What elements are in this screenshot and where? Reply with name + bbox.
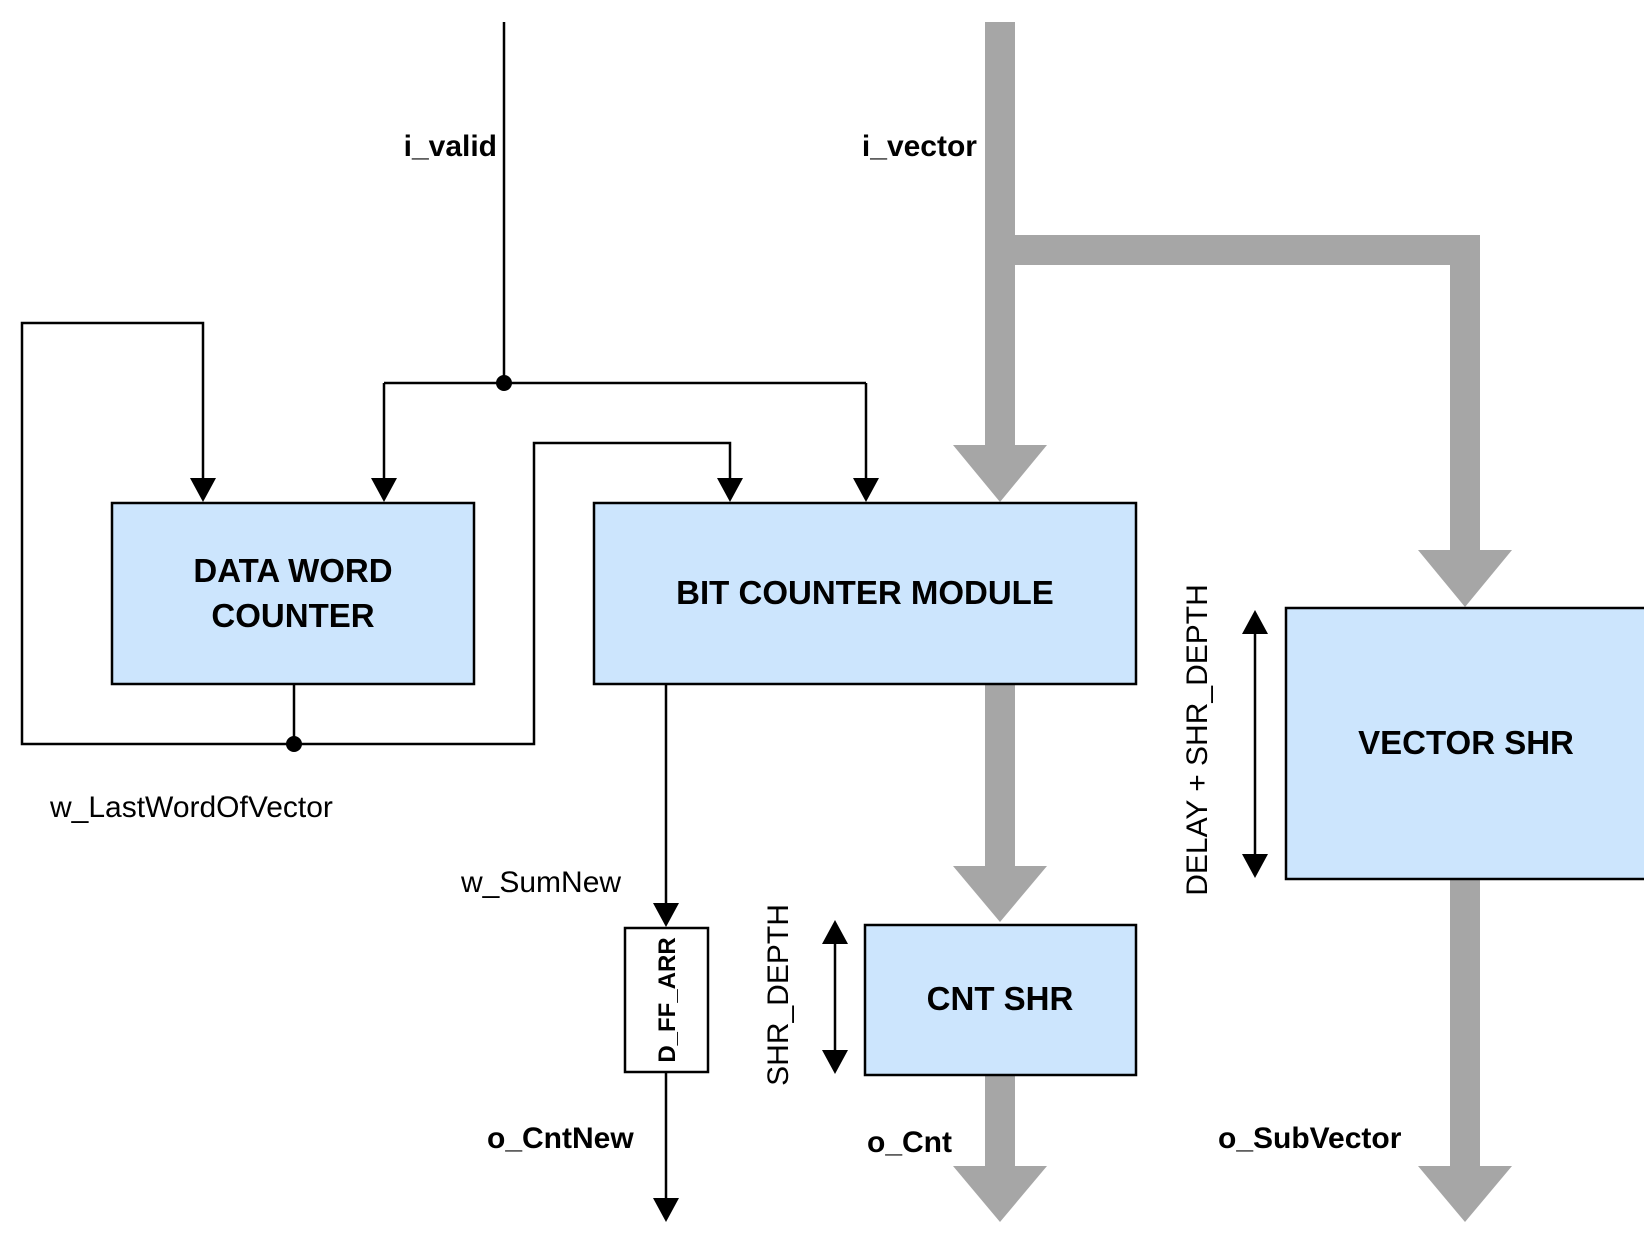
d-ff-arr-label: D_FF_ARR — [654, 937, 681, 1062]
i-vector-label: i_vector — [862, 130, 977, 163]
wire-o-cnt-new — [653, 1072, 679, 1222]
data-word-counter-label-line2: COUNTER — [211, 597, 374, 634]
i-valid-label: i_valid — [404, 130, 497, 163]
data-word-counter-label-line1: DATA WORD — [193, 552, 392, 589]
wire-w-sum-new — [653, 685, 679, 927]
o-cnt-new-label: o_CntNew — [487, 1122, 634, 1155]
junction-dot — [496, 375, 512, 391]
wire-i-valid — [371, 22, 879, 502]
junction-dot — [286, 736, 302, 752]
block-bit-counter-module: BIT COUNTER MODULE — [592, 501, 1138, 686]
vector-shr-label: VECTOR SHR — [1358, 724, 1574, 761]
delay-shr-depth-label: DELAY + SHR_DEPTH — [1181, 584, 1214, 896]
dimension-delay-shr-depth — [1242, 610, 1268, 878]
dimension-shr-depth — [822, 920, 848, 1074]
bus-bit-counter-to-cnt-shr — [953, 685, 1047, 922]
bit-counter-label: BIT COUNTER MODULE — [676, 574, 1054, 611]
wire-w-last-word — [286, 441, 743, 752]
shr-depth-label: SHR_DEPTH — [762, 904, 795, 1086]
block-cnt-shr: CNT SHR — [863, 923, 1138, 1077]
block-d-ff-arr: D_FF_ARR — [623, 926, 710, 1074]
w-last-word-label: w_LastWordOfVector — [49, 791, 333, 824]
wire-feedback-loop — [20, 321, 296, 746]
o-subvector-label: o_SubVector — [1218, 1122, 1402, 1155]
bus-o-subvector — [1418, 880, 1512, 1222]
o-cnt-label: o_Cnt — [867, 1126, 952, 1159]
bus-o-cnt — [953, 1075, 1047, 1222]
cnt-shr-label: CNT SHR — [927, 980, 1074, 1017]
bus-i-vector — [953, 22, 1512, 607]
block-data-word-counter: DATA WORD COUNTER — [110, 501, 476, 686]
block-vector-shr: VECTOR SHR — [1284, 606, 1644, 881]
w-sum-new-label: w_SumNew — [460, 866, 621, 899]
